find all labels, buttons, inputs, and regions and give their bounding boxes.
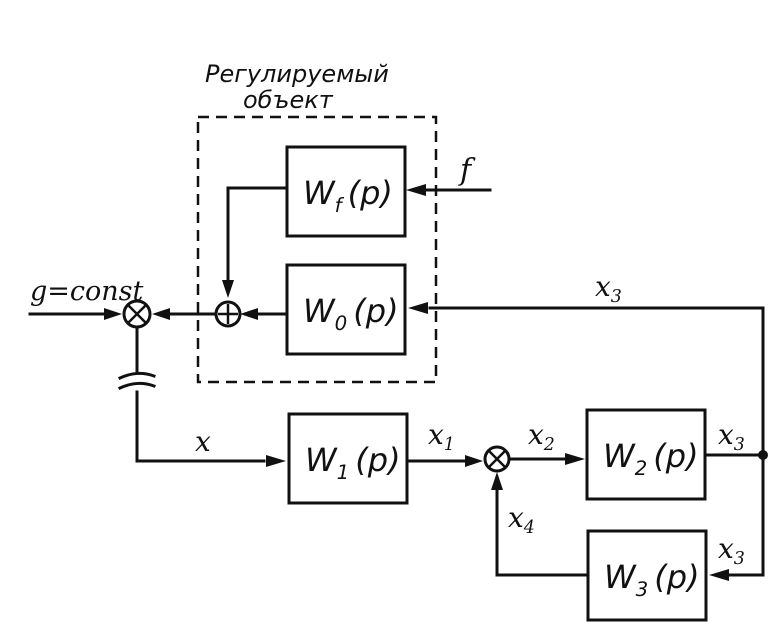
block-w3-arg: (p) [654,558,699,596]
signal-x3-low-sub: 3 [734,549,745,569]
arrow-w0-into-summer [240,308,258,320]
signal-x-label: x [195,425,211,458]
block-w0-sub: 0 [335,312,348,335]
signal-x3-low-name: x [718,532,734,565]
signal-f-label: f [458,153,476,188]
svg-text:W3(p): W3(p) [604,558,700,601]
wire-node-to-w3 [728,453,765,577]
signal-x1-label: x1 [428,418,455,455]
svg-text:W0(p): W0(p) [303,292,399,335]
svg-text:Wf(p): Wf(p) [303,174,393,217]
wire-w3-to-junction [495,488,587,577]
block-w1: W1(p) [287,412,409,505]
object-title-line2: объект [243,86,334,114]
block-w0-name: W [303,292,336,330]
signal-x3-low-label: x3 [718,532,745,569]
arrow-x3-into-w0 [408,302,428,314]
block-w3: W3(p) [586,529,708,622]
arrow-x3-into-w3 [709,569,729,581]
svg-text:W2(p): W2(p) [603,437,699,480]
signal-g-label: g=const [30,276,144,307]
signal-x2-sub: 2 [543,435,555,455]
summing-junction-x [483,445,511,473]
signal-x3-mid-name: x [718,418,734,451]
signal-x1-sub: 1 [444,435,455,455]
arrow-g-into-comparator [104,308,122,320]
block-w3-name: W [604,558,637,596]
branch-node [758,450,768,460]
signal-x1-name: x [428,418,444,451]
block-wf-sub: f [335,194,345,217]
wire-x-to-w1 [135,390,266,463]
arrow-wf-into-summer [222,280,234,298]
signal-x4-label: x4 [508,501,535,538]
block-w2-sub: 2 [635,457,648,480]
block-w1-sub: 1 [337,461,350,484]
object-title-line1: Регулируемый [205,60,389,88]
block-w0: W0(p) [285,263,407,356]
arrow-x1-into-junction [465,455,483,467]
signal-x4-sub: 4 [523,518,535,538]
block-wf: Wf(p) [285,145,407,238]
block-wf-arg: (p) [348,174,393,212]
signal-x3-top-name: x [595,270,611,303]
signal-x3-top-label: x3 [595,270,622,307]
signal-x2-name: x [528,418,544,451]
arrow-x2-into-w2 [565,453,585,465]
signal-x3-mid-sub: 3 [734,435,745,455]
arrow-summer-into-comparator [152,308,170,320]
wire-wf-to-summer [226,186,289,292]
signal-x3-mid-label: x3 [718,418,745,455]
arrow-f-into-wf [406,184,426,196]
signal-x4-name: x [508,501,524,534]
block-w1-arg: (p) [355,441,400,479]
svg-text:W1(p): W1(p) [305,441,401,484]
block-w2: W2(p) [585,408,707,501]
comparator-junction [122,299,152,329]
summing-junction-plus [214,300,242,328]
block-w0-arg: (p) [353,292,398,330]
break-mark-bottom [118,381,156,390]
arrow-x4-into-junction [491,472,503,490]
block-wf-name: W [303,174,336,212]
block-w3-sub: 3 [636,578,649,601]
signal-x3-top-sub: 3 [611,287,622,307]
controlled-object-boundary [196,115,438,384]
arrow-x-into-w1 [266,455,286,467]
signal-x2-label: x2 [528,418,555,455]
break-mark-top [118,371,156,380]
block-w1-name: W [305,441,338,479]
block-w2-arg: (p) [653,437,698,475]
block-w2-name: W [603,437,636,475]
wire-feedback-x3-to-w0 [428,306,765,457]
